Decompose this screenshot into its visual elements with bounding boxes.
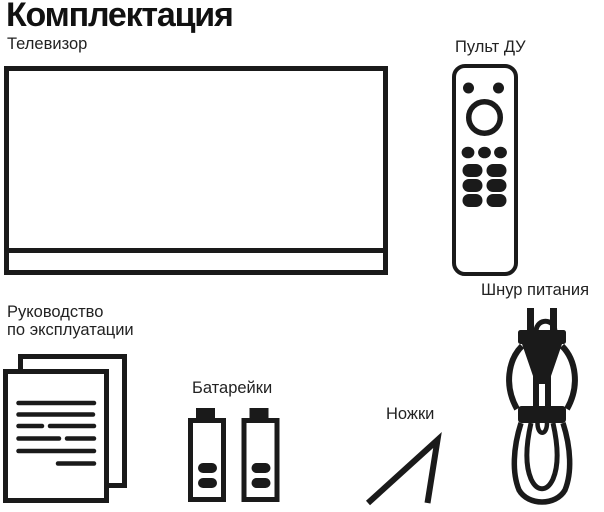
batteries-illustration-icon — [186, 406, 282, 504]
power-cord-illustration-icon — [498, 300, 590, 512]
manual-label-line2: по эксплуатации — [7, 321, 134, 339]
power-cord-label: Шнур питания — [481, 281, 590, 299]
remote-label: Пульт ДУ — [455, 38, 526, 56]
tv-illustration-icon — [4, 66, 388, 275]
batteries-label: Батарейки — [192, 379, 273, 397]
manual-label-line1: Руководство — [7, 303, 104, 321]
tv-label: Телевизор — [7, 35, 88, 53]
manual-illustration-icon — [0, 353, 132, 505]
legs-illustration-icon — [355, 428, 455, 508]
remote-illustration-icon — [452, 64, 518, 276]
tv-stand-divider — [9, 248, 383, 253]
legs-label: Ножки — [386, 405, 435, 423]
page-title: Комплектация — [6, 0, 234, 34]
